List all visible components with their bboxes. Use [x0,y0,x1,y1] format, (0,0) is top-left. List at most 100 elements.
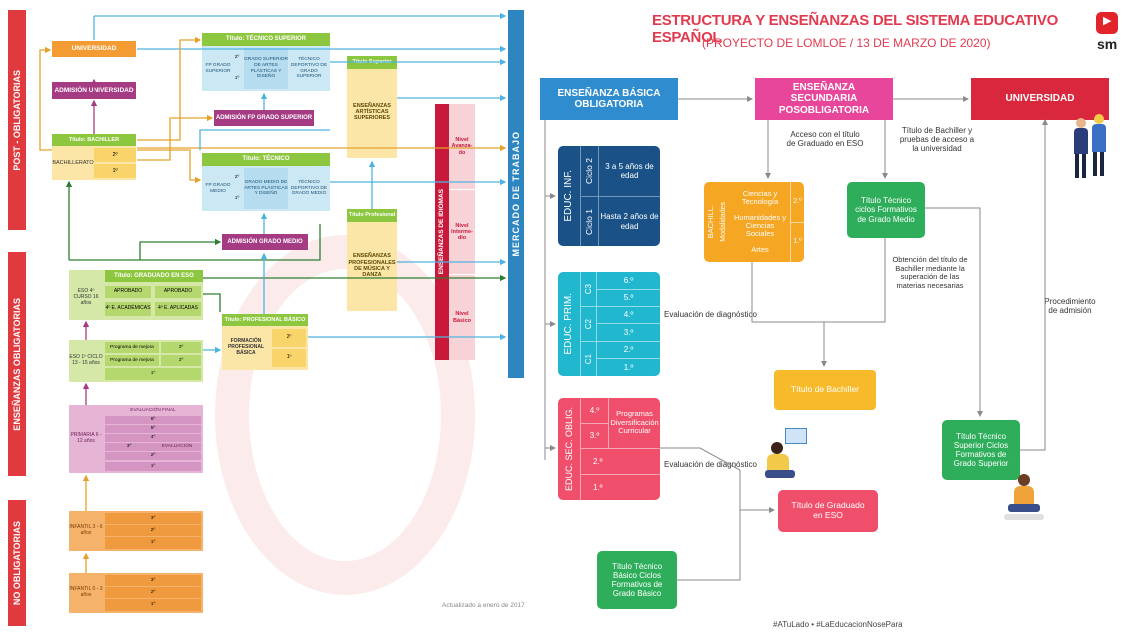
ts-2: 2º [234,55,240,61]
i2-2: 2º [105,587,201,598]
tecnico-title: Título: TÉCNICO [202,153,330,166]
titulo-profesional: Título Profesional [347,209,397,222]
nivel-intermedio: Nivel Interme- dio [449,189,475,274]
infantil2: INFANTIL 0 - 3 años [69,586,103,598]
grade-4: 4.º [596,306,660,323]
bach-2-right: 2.º [790,182,804,222]
infantil1-block: INFANTIL 3 - 6 años 3º 2º 1º [69,511,203,551]
aprobado-2: APROBADO [155,286,201,298]
sec-1: 1.º [580,474,660,500]
eval-diag-1: Evaluación de diagnóstico [664,310,757,319]
fpb-2: 2º [272,329,306,347]
programas: Programas Diversificación Curricular [608,398,660,448]
sm-logo-mark [1096,12,1118,34]
nivel-avanzado: Nivel Avanza- do [451,137,473,156]
fpb-block: Título: PROFESIONAL BÁSICO FORMACIÓN PRO… [222,314,308,370]
i2-1: 1º [105,599,201,611]
bach-1-right: 1.º [790,222,804,262]
prim-c3: C3 [580,272,596,306]
tecnico-superior-block: Título: TÉCNICO SUPERIOR FP GRADO SUPERI… [202,33,330,91]
profesional-basico-title: Título: PROFESIONAL BÁSICO [222,314,308,326]
reader-illustration [765,428,809,482]
prim-c2: C2 [580,306,596,341]
bach-1: 1º [94,164,136,178]
i1-3: 3º [105,513,201,524]
mejora-2: Programa de mejora [105,355,159,366]
i2-3: 3º [105,575,201,586]
ts-fp: FP GRADO SUPERIOR [205,62,231,74]
evaluacion: EVALUACIÓN [153,443,201,451]
mejora-1: Programa de mejora [105,342,159,353]
eso4-block: Título: GRADUADO EN ESO ESO 4º CURSO 16 … [69,270,203,320]
titulo-bachiller-pruebas: Título de Bachiller y pruebas de acceso … [899,126,975,154]
left-universidad: UNIVERSIDAD [52,41,136,57]
t-fp: FP GRADO MEDIO [205,182,231,194]
eso1-block: ESO 1º CICLO 13 - 15 años Programa de me… [69,340,203,382]
ens-profesionales-block: Título Profesional ENSEÑANZAS PROFESIONA… [347,209,397,311]
universidad-box: Universidad [971,78,1109,120]
mod-ciencias: Ciencias y Tecnología [741,188,779,206]
evaluacion-final: EVALUACIÓN FINAL [130,407,176,413]
eso1: ESO 1º CICLO 13 - 15 años [69,354,103,366]
ciclo1-label: Ciclo 1 [580,196,598,246]
basica-box: Enseñanza Básica Obligatoria [540,78,678,120]
fpb: FORMACIÓN PROFESIONAL BÁSICA [227,338,265,356]
primaria-block: PRIMARIA 6 - 12 años EVALUACIÓN FINAL 6º… [69,405,203,473]
grade-2: 2.º [596,341,660,358]
side-bar-oblig: ENSEÑANZAS OBLIGATORIAS [8,252,26,476]
p2: 2º [105,452,201,460]
bachiller-block: Título: BACHILLER BACHILLERATO 2º 1º [52,134,136,180]
aplicadas: 4º E. APLICADAS [155,302,201,316]
p3: 3º [105,443,153,451]
bach-2: 2º [94,148,136,162]
educ-sec-block: EDUC. SEC. OBLIG. 4.º 3.º Programas Dive… [558,398,660,500]
bachill-block: BACHILL. Modalidades Ciencias y Tecnolog… [704,182,804,262]
ciclo2-label: Ciclo 2 [580,146,598,196]
i1-2: 2º [105,525,201,536]
mercado-trabajo: MERCADO DE TRABAJO [508,10,524,378]
right-subtitle: (PROYECTO DE LOMLOE / 13 DE MARZO DE 202… [702,36,991,50]
i1-1: 1º [105,537,201,549]
ts-artes: GRADO SUPERIOR DE ARTES PLÁSTICAS Y DISE… [244,48,288,89]
secundaria-box: Enseñanza Secundaria Posobligatoria [755,78,893,120]
acceso-eso: Acceso con el título de Graduado en ESO [786,130,864,149]
artisticas-superiores: ENSEÑANZAS ARTÍSTICAS SUPERIORES [353,102,391,122]
educ-inf-block: EDUC. INF. Ciclo 2 Ciclo 1 3 a 5 años de… [558,146,660,246]
bachiller-title: Título: BACHILLER [52,134,136,146]
t-artes: GRADO MEDIO DE ARTES PLÁSTICAS Y DISEÑO [244,168,288,209]
grade-3: 3.º [596,323,660,341]
t-1: 1º [234,196,240,202]
side-bar-noob: NO OBLIGATORIAS [8,500,26,626]
titulo-tecnico-superior-box: Título Técnico Superior Ciclos Formativo… [942,420,1020,480]
inf-c2: 3 a 5 años de edad [598,146,660,196]
idiomas-levels: Nivel Avanza- do Nivel Interme- dio Nive… [449,104,475,360]
sec-3: 3.º [580,423,608,448]
titulo-tecnico-box: Título Técnico ciclos Formativos de Grad… [847,182,925,238]
bachillerato-label: BACHILLERATO [52,159,94,166]
p5: 5º [105,425,201,433]
aprobado-1: APROBADO [105,286,151,298]
grade-5: 5.º [596,289,660,306]
titulo-bachiller-box: Título de Bachiller [774,370,876,410]
idiomas-bar: ENSEÑANZAS DE IDIOMAS [435,104,449,360]
hashtags: #ATuLado • #LaEducacionNosePara [773,620,903,629]
eso-1: 1º [105,368,201,380]
mod-human: Humanidades y Ciencias Sociales [733,212,787,239]
obtencion: Obtención del título de Bachiller median… [892,255,968,290]
titulo-graduado-box: Título de Graduado en ESO [778,490,878,532]
primaria: PRIMARIA 6 - 12 años [70,432,102,444]
nivel-basico: Nivel Básico [449,274,475,360]
titulo-tecnico-basico-box: Título Técnico Básico Ciclos Formativos … [597,551,677,609]
admision-grado-medio: ADMISIÓN GRADO MEDIO [222,234,308,250]
grade-1: 1.º [596,358,660,376]
ts-1: 1º [234,76,240,82]
procedimiento: Procedimiento de admisión [1044,297,1096,316]
graduado-title: Título: GRADUADO EN ESO [105,270,203,282]
educ-prim-block: EDUC. PRIM. C3 C2 C1 6.º 5.º 4.º 3.º 2.º… [558,272,660,376]
sec-4: 4.º [580,398,608,423]
p4: 4º [105,434,201,442]
fpb-1: 1º [272,349,306,367]
eso4: ESO 4º CURSO 16 años [73,288,99,306]
t-deportivo: TÉCNICO DEPORTIVO DE GRADO MEDIO [290,180,328,197]
